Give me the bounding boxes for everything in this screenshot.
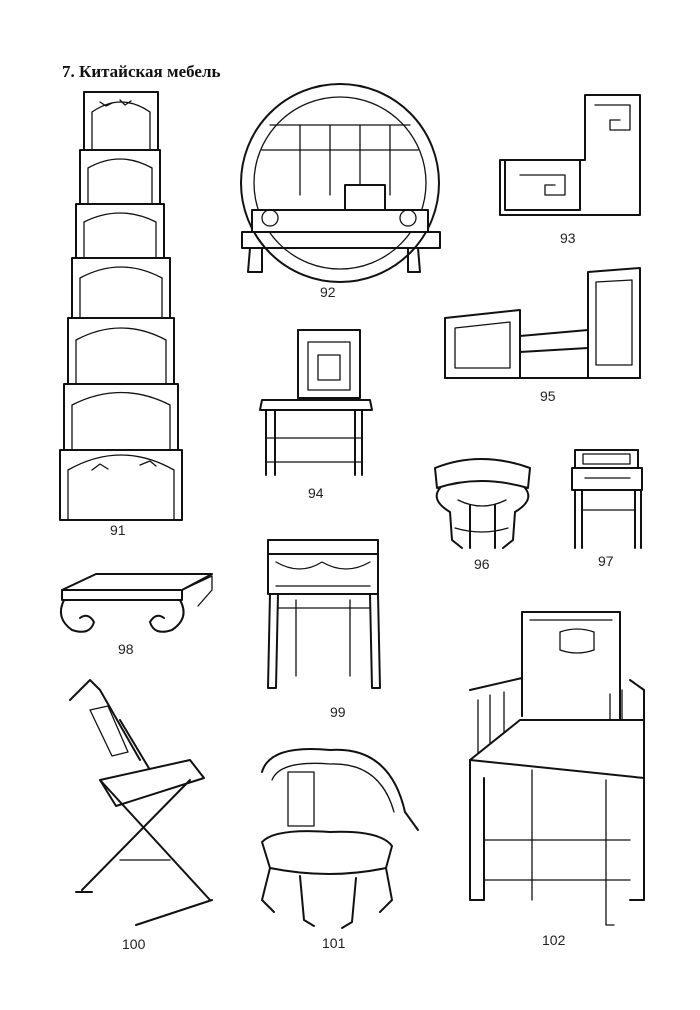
moon-bed-icon (241, 84, 440, 282)
low-table-icon (61, 574, 212, 632)
figure-label-96: 96 (474, 556, 490, 572)
bench-with-shelves-icon (445, 268, 640, 378)
figure-label-99: 99 (330, 704, 346, 720)
figure-label-91: 91 (110, 522, 126, 538)
figure-label-92: 92 (320, 284, 336, 300)
figure-label-95: 95 (540, 388, 556, 404)
figure-label-93: 93 (560, 230, 576, 246)
stool-icon (435, 459, 530, 548)
figure-label-97: 97 (598, 553, 614, 569)
folding-chair-icon (70, 680, 212, 925)
figure-label-102: 102 (542, 932, 566, 948)
figure-label-100: 100 (122, 936, 146, 952)
stand-icon (268, 540, 380, 688)
fretwork-shelf-icon (500, 95, 640, 215)
round-back-armchair-icon (262, 749, 418, 928)
figure-label-101: 101 (322, 935, 346, 951)
side-chair-icon (260, 330, 372, 475)
stacked-tables-icon (60, 92, 182, 520)
figure-label-98: 98 (118, 641, 134, 657)
bamboo-armchair-icon (470, 612, 644, 925)
small-table-icon (572, 450, 642, 548)
figure-label-94: 94 (308, 485, 324, 501)
page-title: 7. Китайская мебель (62, 62, 221, 81)
